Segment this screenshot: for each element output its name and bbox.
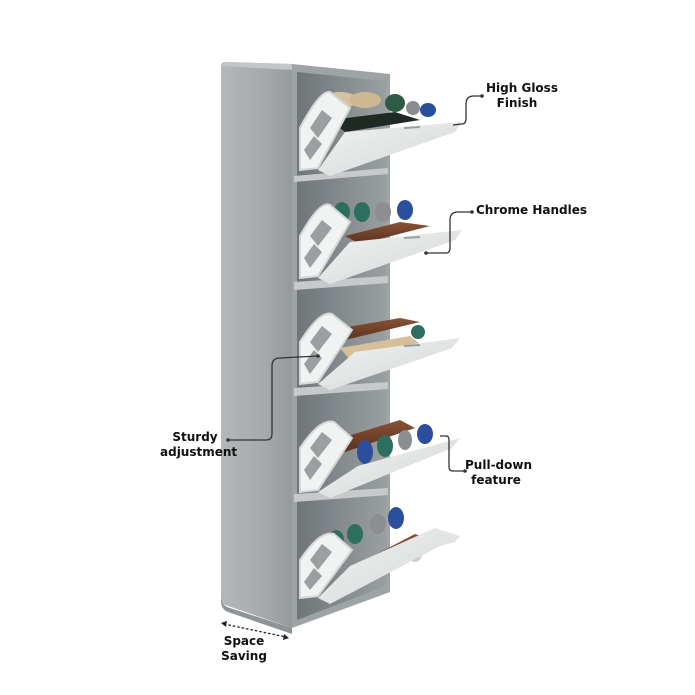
flap-door-3[interactable]: [318, 338, 460, 390]
cabinet-side-panel: [221, 62, 292, 628]
compartment-1: [299, 90, 462, 176]
flap-door-5[interactable]: [318, 528, 460, 604]
callout-dots: [226, 94, 484, 473]
flap-door-1[interactable]: [318, 122, 462, 176]
compartment-3: [299, 312, 460, 390]
shoes-row-4: [335, 420, 433, 464]
flap-door-4[interactable]: [318, 438, 460, 498]
chrome-handle-2: [403, 236, 421, 239]
callout-leader-lines: [228, 95, 482, 472]
leader-line-pull-down: [440, 435, 465, 472]
callout-sturdy-adjustment: Sturdy adjustment: [160, 430, 238, 459]
leader-line-chrome-handles: [426, 211, 472, 254]
space-saving-arrow: [221, 621, 289, 640]
flap-door-2[interactable]: [318, 230, 462, 284]
compartment-5: [299, 507, 460, 604]
compartment-4: [299, 420, 460, 498]
compartment-2: [299, 200, 462, 284]
callout-space-saving: Space Saving: [221, 634, 267, 663]
cabinet-base: [220, 598, 292, 634]
leader-line-high-gloss: [452, 95, 482, 126]
callout-chrome-handles: Chrome Handles: [476, 203, 587, 217]
callout-pull-down-feature: Pull-down feature: [465, 458, 533, 487]
chrome-handle-3: [403, 344, 421, 347]
leader-line-sturdy-adjustment: [228, 355, 319, 441]
shoes-row-2: [334, 200, 430, 244]
callout-high-gloss-finish: High Gloss Finish: [486, 81, 558, 110]
chrome-handle-1: [403, 126, 421, 129]
shelf-dividers: [294, 168, 388, 502]
